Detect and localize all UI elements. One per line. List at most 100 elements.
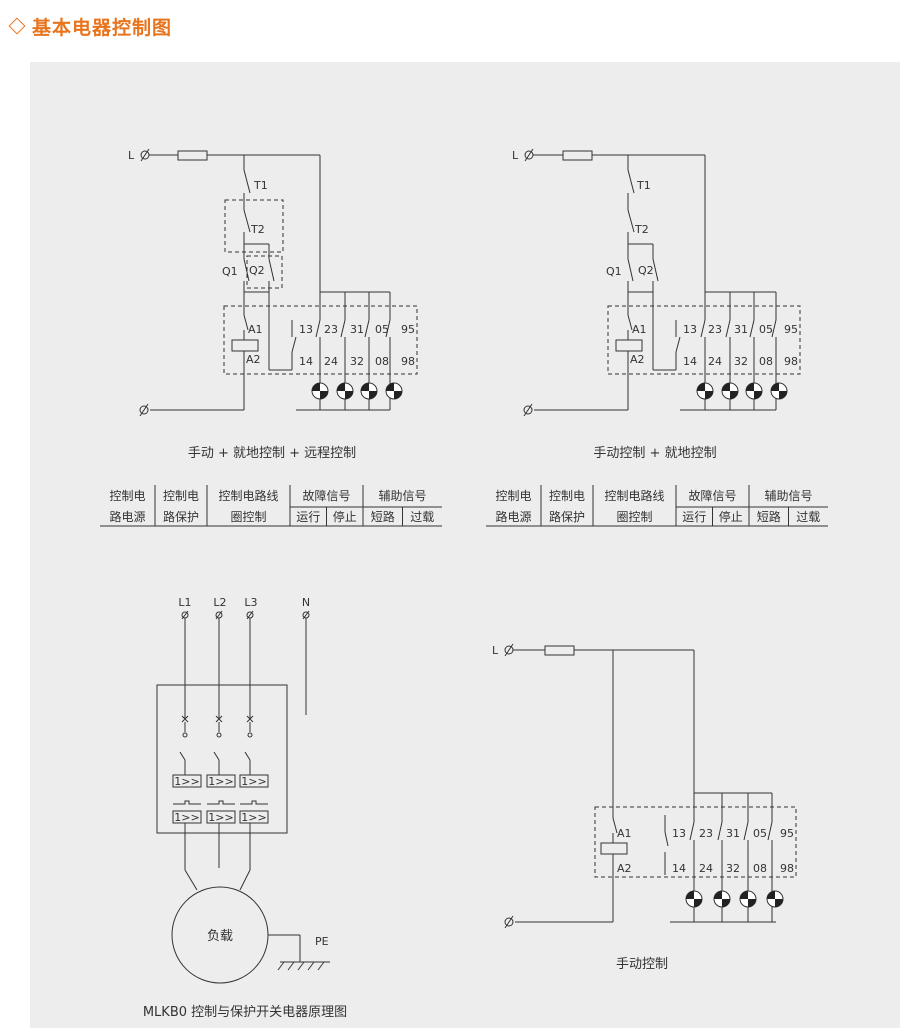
svg-text:1>>: 1>> (208, 811, 233, 824)
remote-box (224, 199, 284, 253)
svg-text:14: 14 (299, 355, 313, 368)
svg-text:23: 23 (324, 323, 338, 336)
svg-text:95: 95 (780, 827, 794, 840)
indicator-lamp-icon (360, 382, 378, 400)
svg-text:A1: A1 (632, 323, 647, 336)
a2-label: A2 (246, 353, 261, 366)
table-cell-text: 故障信号 (302, 488, 350, 503)
svg-text:31: 31 (350, 323, 364, 336)
svg-text:13: 13 (683, 323, 697, 336)
switch-q2-icon (268, 258, 275, 282)
svg-text:1>>: 1>> (241, 811, 266, 824)
t1-label: T1 (253, 179, 268, 192)
svg-text:95: 95 (401, 323, 415, 336)
table-cell-text: 控制电 (109, 489, 145, 503)
svg-text:98: 98 (401, 355, 415, 368)
caption-4: 手动控制 (616, 957, 668, 972)
table-cell-text: 路保护 (163, 509, 199, 524)
indicator-lamp-icon (385, 382, 403, 400)
table-cell-text: 过载 (796, 510, 820, 524)
svg-text:24: 24 (708, 355, 722, 368)
svg-text:31: 31 (726, 827, 740, 840)
fuse-icon (562, 150, 593, 161)
caption-3: MLKB0 控制与保护开关电器原理图 (143, 1005, 347, 1020)
legend-table-2: 控制电控制电控制电路线故障信号辅助信号路电源路保护圈控制运行停止短路过载 (486, 485, 828, 527)
switch-q2-icon (652, 258, 659, 282)
svg-text:08: 08 (753, 862, 767, 875)
table-cell-text: 控制电 (495, 489, 531, 503)
table-cell-text: 控制电 (163, 489, 199, 503)
phase-label: L3 (244, 596, 257, 609)
t2-label: T2 (250, 223, 265, 236)
table-cell-text: 路电源 (109, 509, 145, 524)
table-cell-text: 过载 (410, 510, 434, 524)
svg-text:95: 95 (784, 323, 798, 336)
diagram-2: L T1 T2 Q1 Q2 A1 A2 13 23 31 05 95 14 24… (512, 148, 801, 461)
fuse-icon (544, 645, 575, 656)
svg-text:05: 05 (753, 827, 767, 840)
table-cell-text: 停止 (333, 509, 357, 524)
table-cell-text: 短路 (757, 509, 781, 524)
svg-text:1>>: 1>> (208, 775, 233, 788)
indicator-lamp-icon (739, 890, 757, 908)
svg-text:1>>: 1>> (241, 775, 266, 788)
coil-icon (600, 842, 628, 855)
table-cell-text: 运行 (682, 510, 706, 524)
switch-a1-icon (243, 314, 249, 331)
indicator-lamp-icon (336, 382, 354, 400)
svg-text:Q1: Q1 (606, 265, 622, 278)
trip-relays: 1>> 1>> 1>> 1>> 1>> 1>> (172, 774, 269, 824)
phase-label: N (302, 596, 310, 609)
svg-text:A1: A1 (617, 827, 632, 840)
terminal-icon (523, 405, 533, 415)
indicator-lamp-icon (766, 890, 784, 908)
svg-text:13: 13 (299, 323, 313, 336)
legend-table-1: 控制电控制电控制电路线故障信号辅助信号路电源路保护圈控制运行停止短路过载 (100, 485, 442, 527)
table-cell-text: 辅助信号 (764, 489, 812, 503)
svg-text:L: L (492, 644, 499, 657)
svg-text:08: 08 (759, 355, 773, 368)
svg-text:32: 32 (734, 355, 748, 368)
switch-a1-icon (627, 314, 633, 331)
svg-text:23: 23 (708, 323, 722, 336)
contacts-group (700, 292, 777, 410)
table-cell-text: 控制电路线 (604, 488, 664, 503)
switch-a1-icon (612, 817, 618, 834)
svg-text:A2: A2 (617, 862, 632, 875)
svg-text:1>>: 1>> (174, 811, 199, 824)
a1-label: A1 (248, 323, 263, 336)
svg-text:05: 05 (759, 323, 773, 336)
svg-text:A2: A2 (630, 353, 645, 366)
switch-t2-icon (627, 209, 635, 233)
switch-t2-icon (243, 209, 251, 233)
svg-text:24: 24 (324, 355, 338, 368)
pe-label: PE (315, 935, 329, 948)
table-cell-text: 圈控制 (230, 510, 266, 524)
terminal-icon (139, 405, 149, 415)
table-cell-text: 控制电 (549, 489, 585, 503)
q2-box (246, 255, 283, 289)
table-cell-text: 路保护 (549, 509, 585, 524)
legend-tables: 控制电控制电控制电路线故障信号辅助信号路电源路保护圈控制运行停止短路过载控制电控… (100, 485, 828, 527)
svg-text:24: 24 (699, 862, 713, 875)
table-cell-text: 停止 (719, 509, 743, 524)
q2-label: Q2 (249, 264, 265, 277)
svg-text:31: 31 (734, 323, 748, 336)
table-cell-text: 路电源 (495, 509, 531, 524)
indicator-lamp-icon (713, 890, 731, 908)
svg-text:23: 23 (699, 827, 713, 840)
phase-label: L1 (178, 596, 191, 609)
indicator-lamp-icon (685, 890, 703, 908)
caption-2: 手动控制 + 就地控制 (593, 446, 716, 461)
svg-text:14: 14 (683, 355, 697, 368)
table-cell-text: 运行 (296, 510, 320, 524)
diagram-panel (30, 62, 900, 1028)
phase-terminals (181, 610, 310, 620)
svg-text:14: 14 (672, 862, 686, 875)
terminal-icon (504, 917, 514, 927)
caption-1: 手动 + 就地控制 + 远程控制 (188, 446, 356, 461)
svg-text:98: 98 (784, 355, 798, 368)
mlkb0-housing (156, 684, 288, 834)
relay-box (607, 305, 801, 375)
coil-icon (615, 339, 643, 352)
